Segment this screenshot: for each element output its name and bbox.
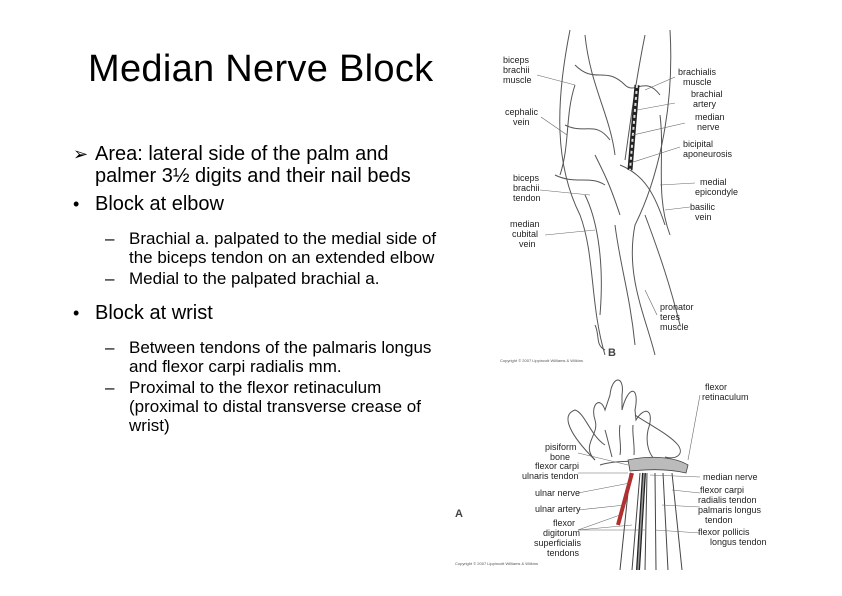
bullet-elbow-text: Block at elbow	[95, 193, 224, 215]
label-pisiform-bone: pisiform bone	[545, 442, 579, 462]
flexor-retinaculum-illustration	[627, 456, 689, 474]
wrist-copyright: Copyright © 2007 Lippincott Williams & W…	[455, 561, 538, 566]
elbow-illustration	[554, 29, 681, 356]
label-biceps-brachii-tendon: biceps brachii tendon	[513, 173, 542, 203]
sub-bullet: – Proximal to the flexor retinaculum (pr…	[73, 378, 453, 435]
label-cephalic-vein: cephalic vein	[505, 107, 541, 127]
bullet-wrist: • Block at wrist	[73, 302, 453, 324]
panel-letter-a: A	[455, 508, 463, 520]
label-flexor-retinaculum: flexor retinaculum	[702, 382, 749, 402]
label-flexor-digitorum-superficialis-tendons: flexor digitorum superficialis tendons	[534, 518, 584, 558]
round-bullet-icon: •	[73, 194, 80, 214]
label-brachialis-muscle: brachialis muscle	[678, 67, 719, 87]
wrist-anatomy-figure: pisiform bone flexor carpi ulnaris tendo…	[455, 379, 767, 570]
label-pronator-teres-muscle: pronator teres muscle	[660, 302, 696, 332]
label-median-cubital-vein: median cubital vein	[510, 219, 542, 249]
sub-bullet-text: Brachial a. palpated to the medial side …	[129, 229, 437, 267]
label-ulnar-nerve: ulnar nerve	[535, 488, 580, 498]
ulnar-artery-illustration	[616, 472, 634, 526]
label-basilic-vein: basilic vein	[690, 202, 718, 222]
bullet-elbow: • Block at elbow	[73, 193, 453, 215]
sub-bullet-text: Medial to the palpated brachial a.	[129, 269, 380, 288]
label-flexor-pollicis-longus-tendon: flexor pollicis longus tendon	[698, 527, 767, 547]
sub-bullet: – Medial to the palpated brachial a.	[73, 269, 453, 288]
hand-illustration	[567, 379, 681, 466]
elbow-leader-lines	[536, 74, 696, 316]
bullet-list: ➢ Area: lateral side of the palm and pal…	[73, 143, 453, 437]
label-flexor-carpi-ulnaris-tendon: flexor carpi ulnaris tendon	[522, 461, 582, 481]
round-bullet-icon: •	[73, 303, 80, 323]
forearm-tendons-illustration	[619, 472, 683, 570]
median-nerve-illustration	[636, 472, 646, 570]
sub-bullet: – Between tendons of the palmaris longus…	[73, 338, 453, 376]
elbow-copyright: Copyright © 2007 Lippincott Williams & W…	[500, 358, 583, 363]
sub-bullet-text: Between tendons of the palmaris longus a…	[129, 338, 432, 376]
wrist-leader-lines	[577, 394, 701, 534]
brachial-artery-illustration	[627, 84, 640, 171]
slide-title: Median Nerve Block	[88, 48, 434, 90]
bullet-wrist-text: Block at wrist	[95, 302, 213, 324]
dash-bullet-icon: –	[105, 269, 115, 288]
sub-bullet-text: Proximal to the flexor retinaculum (prox…	[129, 378, 421, 435]
label-biceps-brachii-muscle: biceps brachii muscle	[503, 55, 532, 85]
dash-bullet-icon: –	[105, 378, 115, 397]
label-medial-epicondyle: medial epicondyle	[695, 177, 738, 197]
label-median-nerve-wrist: median nerve	[703, 472, 758, 482]
label-brachial-artery: brachial artery	[691, 89, 725, 109]
panel-letter-b: B	[608, 347, 616, 359]
label-palmaris-longus-tendon: palmaris longus tendon	[698, 505, 764, 525]
bullet-area: ➢ Area: lateral side of the palm and pal…	[73, 143, 453, 187]
label-ulnar-artery: ulnar artery	[535, 504, 581, 514]
dash-bullet-icon: –	[105, 229, 115, 248]
bullet-area-text: Area: lateral side of the palm and palme…	[95, 143, 411, 187]
arrow-bullet-icon: ➢	[73, 144, 89, 164]
label-flexor-carpi-radialis-tendon: flexor carpi radialis tendon	[698, 485, 757, 505]
elbow-anatomy-figure: biceps brachii muscle cephalic vein bice…	[500, 29, 738, 363]
dash-bullet-icon: –	[105, 338, 115, 357]
label-bicipital-aponeurosis: bicipital aponeurosis	[683, 139, 733, 159]
label-median-nerve: median nerve	[695, 112, 727, 132]
sub-bullet: – Brachial a. palpated to the medial sid…	[73, 229, 453, 267]
